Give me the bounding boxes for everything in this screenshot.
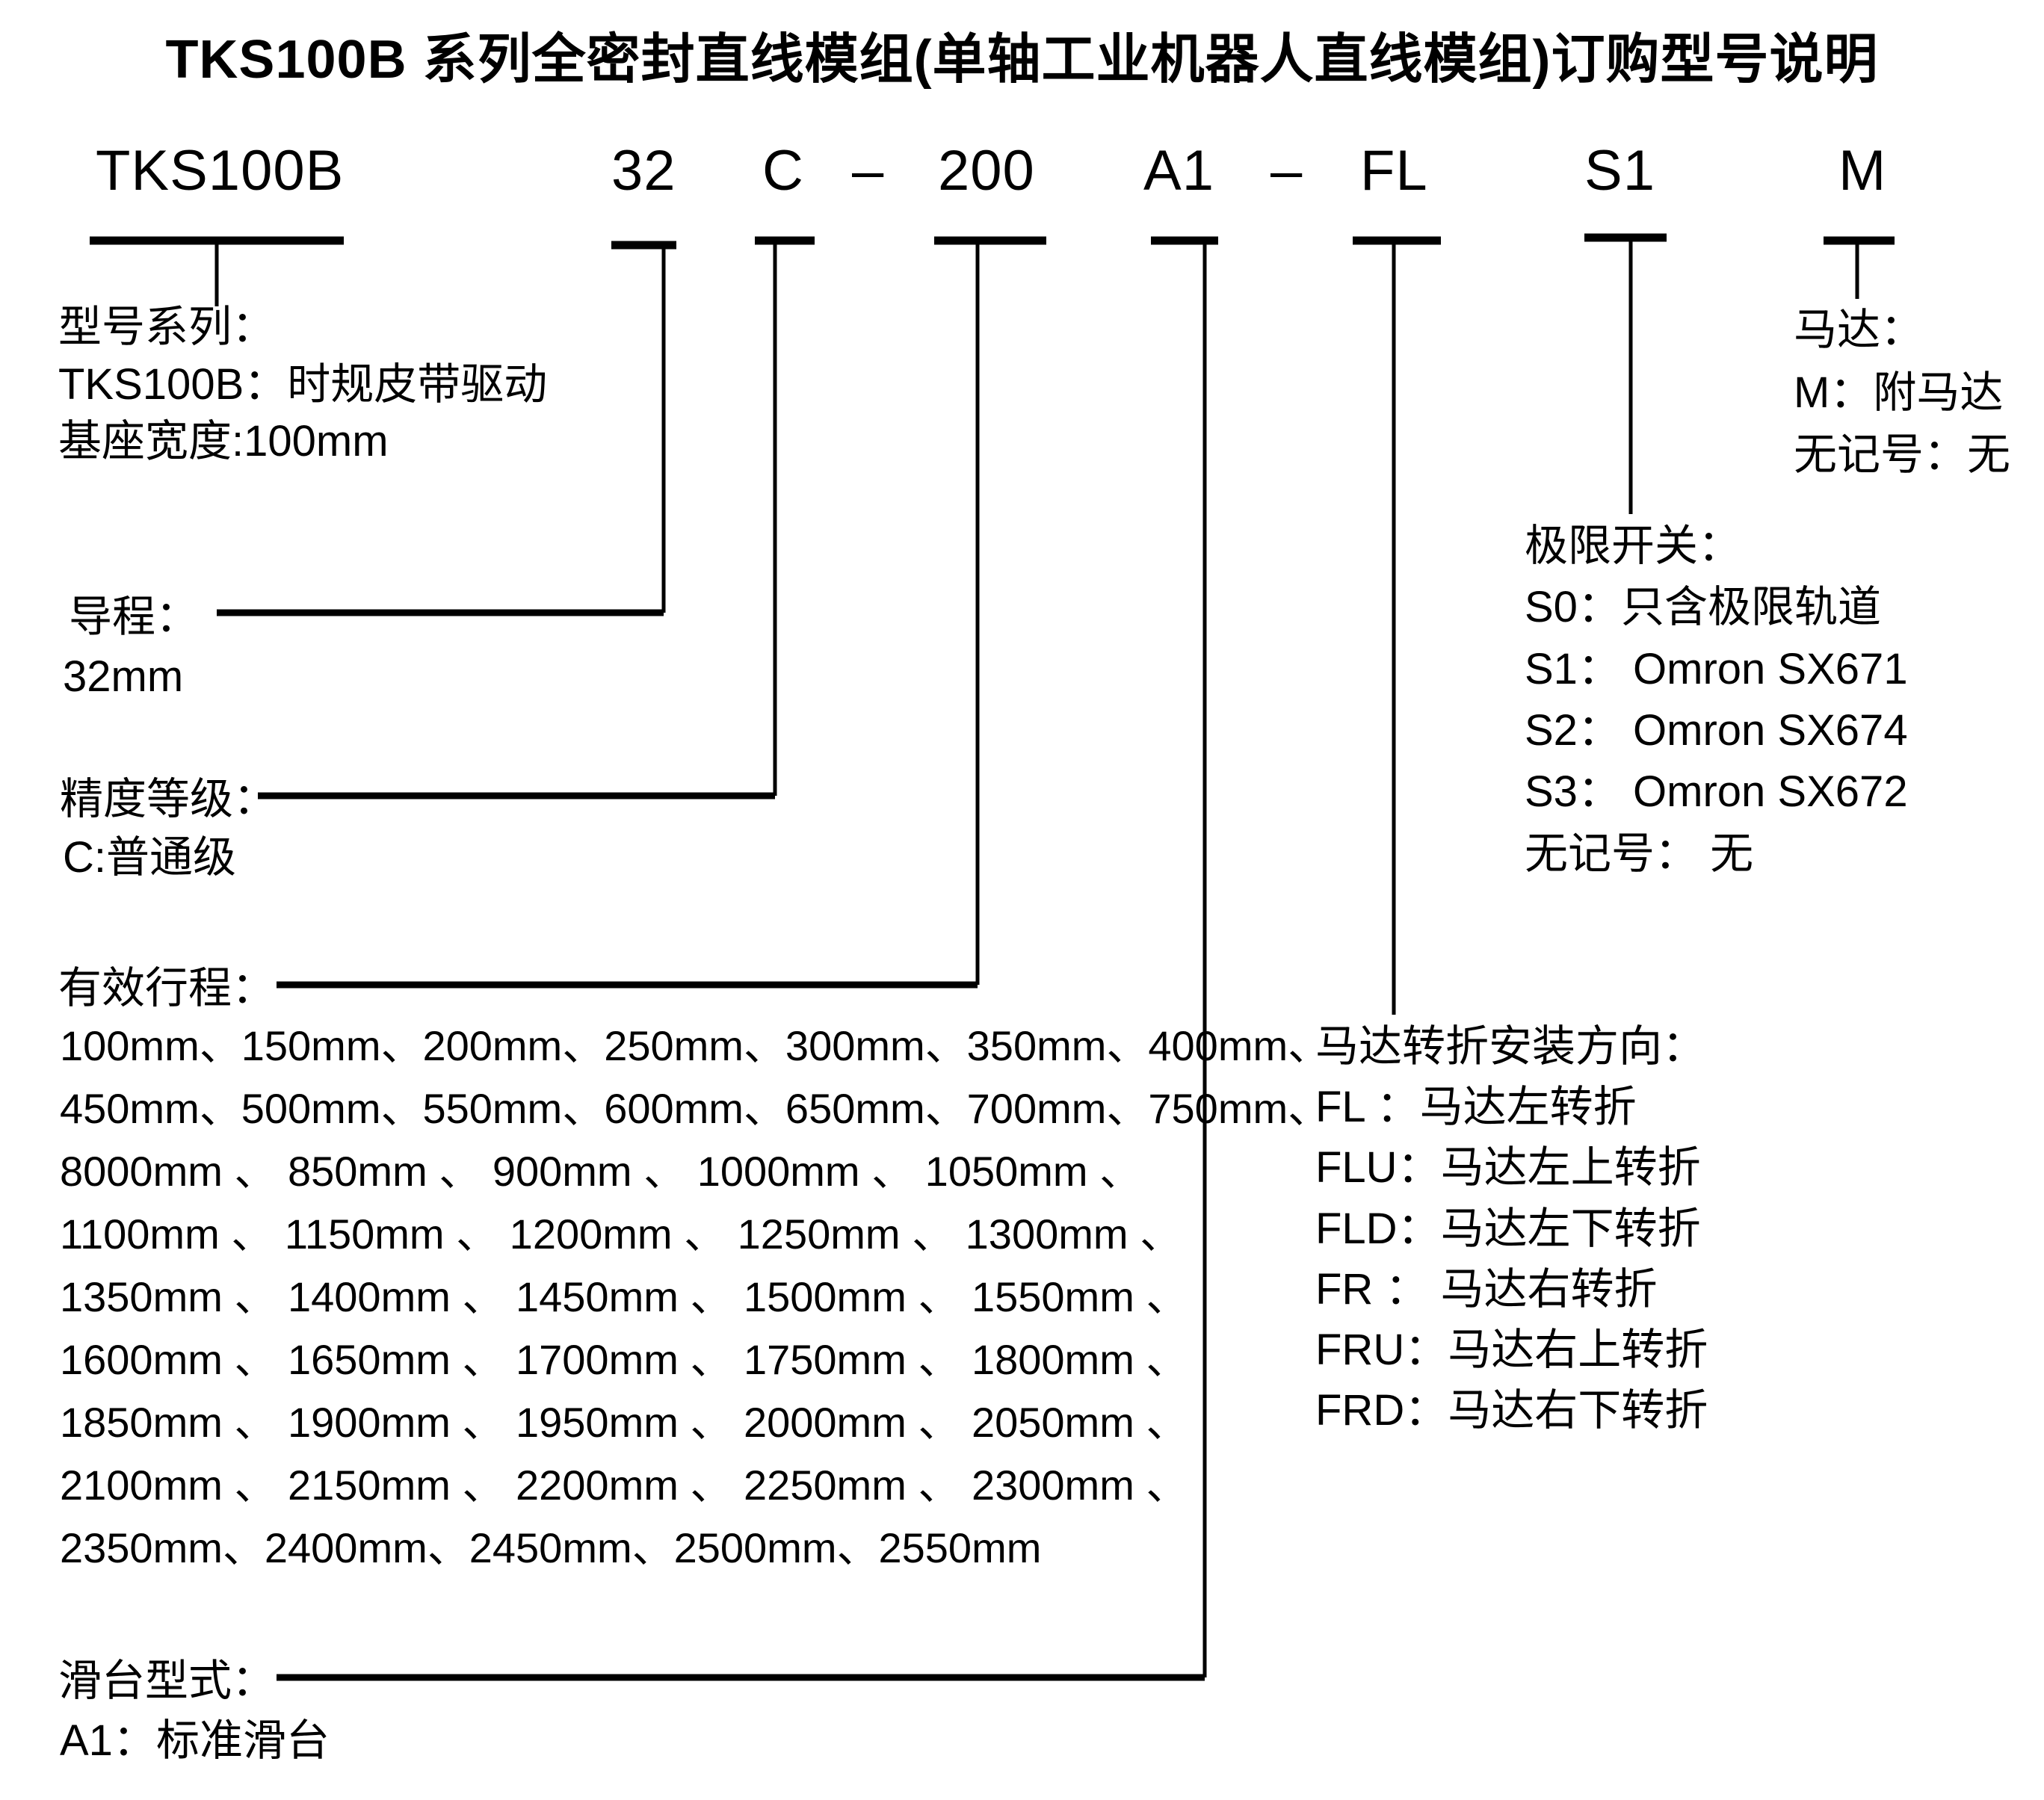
code-series: TKS100B [96,139,345,202]
stroke-row: 1600mm 、 1650mm 、 1700mm 、 1750mm 、 1800… [60,1336,1188,1383]
section-stroke-label: 有效行程： [58,964,276,1012]
section-lead-label: 导程： [69,593,200,641]
code-dash-1: – [852,139,885,202]
section-motor-dir-line-0: FL ：马达左转折 [1315,1083,1637,1132]
section-motor-dir-line-1: FLU：马达左上转折 [1315,1143,1701,1193]
section-limit-switch: 极限开关： S0：只含极限轨道 S1： Omron SX671 S2： Omro… [1525,516,1908,885]
section-limit-switch-line-3: S3： Omron SX672 [1525,767,1908,817]
code-limit-switch: S1 [1584,139,1655,202]
section-series-line-1: 基座宽度:100mm [58,417,389,466]
section-motor-label: 马达： [1794,306,1924,354]
section-accuracy-values: C:普通级 [63,829,236,887]
stroke-row: 100mm、150mm、200mm、250mm、300mm、350mm、400m… [60,1022,1330,1069]
section-accuracy-line-0: C:普通级 [63,833,237,882]
stroke-row: 2350mm、2400mm、2450mm、2500mm、2550mm [60,1524,1042,1571]
section-lead-label-wrap: 导程： [69,589,199,646]
section-stroke-label-wrap: 有效行程： [58,960,275,1018]
stroke-row: 1100mm 、 1150mm 、 1200mm 、 1250mm 、 1300… [60,1210,1182,1258]
section-series-line-0: TKS100B：时规皮带驱动 [58,359,548,409]
section-table-type-values: A1：标准滑台 [60,1713,330,1770]
code-stroke: 200 [938,139,1035,202]
stroke-row: 1350mm 、 1400mm 、 1450mm 、 1500mm 、 1550… [60,1273,1188,1320]
code-lead: 32 [611,139,676,202]
code-motor-dir: FL [1360,139,1428,202]
section-lead-line-0: 32mm [63,652,184,701]
section-motor-dir-line-5: FRD：马达右下转折 [1315,1386,1708,1435]
section-table-type-line-0: A1：标准滑台 [60,1716,330,1765]
section-series-label: 型号系列： [58,303,276,351]
code-motor: M [1838,139,1887,202]
section-limit-switch-line-0: S0：只含极限轨道 [1525,583,1881,632]
section-table-type-label: 滑台型式： [58,1657,276,1705]
section-limit-switch-line-1: S1： Omron SX671 [1525,644,1908,693]
page-title: TKS100B 系列全密封直线模组(单轴工业机器人直线模组)订购型号说明 [165,30,1879,90]
section-limit-switch-line-2: S2： Omron SX674 [1525,706,1908,755]
section-stroke-values: 100mm、150mm、200mm、250mm、300mm、350mm、400m… [60,1025,1330,1590]
section-motor-line-1: 无记号：无 [1794,430,2011,480]
code-accuracy: C [762,139,804,202]
section-motor-dir-line-2: FLD：马达左下转折 [1315,1204,1701,1253]
code-table-type: A1 [1143,139,1214,202]
section-limit-switch-line-4: 无记号： 无 [1525,829,1754,878]
section-series: 型号系列： TKS100B：时规皮带驱动 基座宽度:100mm [58,299,547,471]
section-lead-values: 32mm [63,649,183,706]
section-motor-dir-line-4: FRU：马达右上转折 [1315,1325,1708,1374]
stroke-row: 1850mm 、 1900mm 、 1950mm 、 2000mm 、 2050… [60,1399,1188,1446]
section-motor-dir-line-3: FR ： 马达右转折 [1315,1264,1658,1314]
stroke-row: 450mm、500mm、550mm、600mm、650mm、700mm、750m… [60,1085,1330,1132]
section-motor-line-0: M：附马达 [1794,368,2004,417]
stroke-row: 2100mm 、 2150mm 、 2200mm 、 2250mm 、 2300… [60,1462,1188,1509]
section-motor-dir: 马达转折安装方向： FL ：马达左转折 FLU：马达左上转折 FLD：马达左下转… [1315,1016,1708,1441]
section-limit-switch-label: 极限开关： [1525,522,1742,570]
section-motor: 马达： M：附马达 无记号：无 [1794,299,2010,486]
section-table-type-label-wrap: 滑台型式： [58,1653,275,1710]
section-accuracy-label-wrap: 精度等级： [60,771,277,829]
stroke-row: 8000mm 、 850mm 、 900mm 、 1000mm 、 1050mm… [60,1148,1142,1195]
code-dash-2: – [1270,139,1303,202]
section-motor-dir-label: 马达转折安装方向： [1315,1022,1706,1071]
section-accuracy-label: 精度等级： [60,775,277,823]
